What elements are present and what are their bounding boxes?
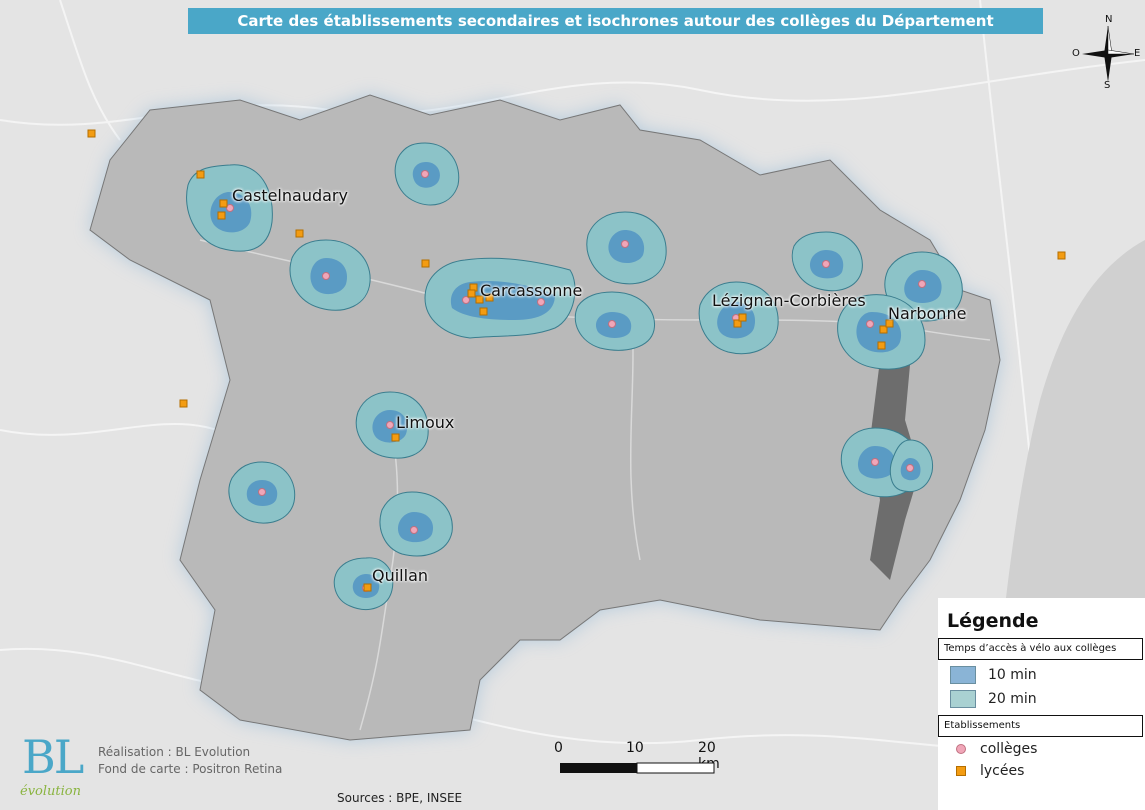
logo-mark: BL: [22, 730, 84, 784]
compass-s: S: [1104, 80, 1111, 91]
credit-basemap: Fond de carte : Positron Retina: [98, 762, 283, 776]
map-credits: Réalisation : BL Evolution Fond de carte…: [98, 744, 282, 778]
logo-sub: évolution: [20, 784, 81, 799]
city-label-castelnaudary: Castelnaudary: [232, 186, 348, 205]
legend-item-10min: 10 min: [950, 666, 1037, 684]
legend-facilities-header: Etablissements: [938, 715, 1143, 737]
circle-marker-icon: [956, 744, 966, 754]
isochrone-conques: [586, 211, 667, 285]
legend-access-header: Temps d’accès à vélo aux collèges: [938, 638, 1143, 660]
legend-label-10min: 10 min: [988, 667, 1037, 683]
city-label-carcassonne: Carcassonne: [480, 281, 583, 300]
credit-realisation: Réalisation : BL Evolution: [98, 745, 251, 759]
legend-swatch-10min: [950, 666, 976, 684]
scale-bar-graphic: [560, 762, 715, 774]
legend-label-20min: 20 min: [988, 691, 1037, 707]
lycee-markers: [87, 129, 1066, 592]
legend-swatch-20min: [950, 690, 976, 708]
city-label-lezignan-corbieres: Lézignan-Corbières: [712, 291, 866, 310]
legend-title: Légende: [947, 610, 1039, 632]
legend-item-lycees: lycées: [950, 763, 1024, 779]
legend-label-lycees: lycées: [980, 763, 1025, 779]
city-label-quillan: Quillan: [372, 566, 429, 585]
isochrone-bram: [289, 239, 371, 311]
legend-item-colleges: collèges: [950, 741, 1037, 757]
north-arrow: N S E O: [1072, 14, 1141, 91]
map-sources: Sources : BPE, INSEE: [337, 791, 463, 805]
city-label-limoux: Limoux: [396, 413, 455, 432]
scale-label-10: 10: [626, 740, 644, 756]
city-label-narbonne: Narbonne: [888, 304, 967, 323]
bl-evolution-logo: BL évolution: [18, 730, 96, 806]
college-markers: [226, 170, 926, 592]
compass-o: O: [1072, 48, 1080, 59]
compass-rose-icon: [1082, 25, 1135, 82]
scale-label-0: 0: [554, 740, 563, 756]
legend-panel: Légende Temps d’accès à vélo aux collège…: [938, 598, 1145, 810]
legend-item-20min: 20 min: [950, 690, 1037, 708]
compass-n: N: [1105, 14, 1113, 25]
legend-label-colleges: collèges: [980, 741, 1038, 757]
square-marker-icon: [956, 766, 966, 776]
map-title: Carte des établissements secondaires et …: [188, 8, 1043, 34]
compass-e: E: [1134, 48, 1141, 59]
